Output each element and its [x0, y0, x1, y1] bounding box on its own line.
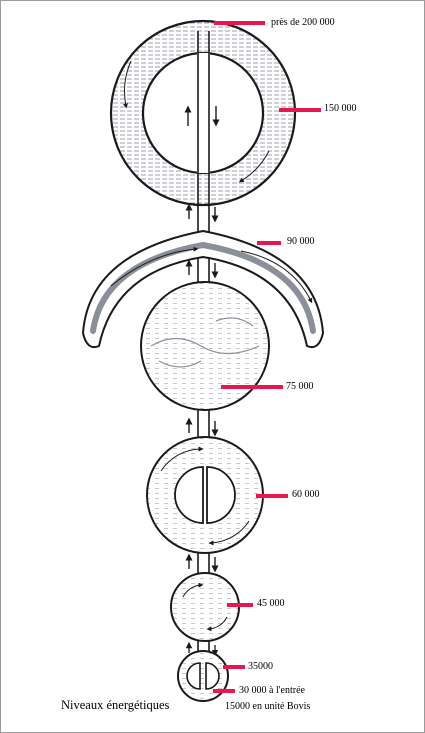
level-markers — [213, 21, 321, 693]
level-label-4: 75 000 — [286, 381, 314, 392]
level-marker-6 — [227, 603, 253, 607]
level-label-2: 150 000 — [324, 103, 357, 114]
level-label-7: 35000 — [248, 661, 273, 672]
ring-top — [109, 19, 297, 207]
level-label-1: près de 200 000 — [271, 17, 335, 28]
crescent — [81, 229, 325, 349]
level-marker-7 — [223, 665, 245, 669]
level-label-3: 90 000 — [287, 236, 315, 247]
connector-3 — [185, 553, 219, 573]
sphere-root — [177, 650, 229, 702]
connector-2 — [185, 417, 219, 437]
level-label-8: 30 000 à l'entrée — [239, 685, 305, 696]
level-label-5: 60 000 — [292, 489, 320, 500]
level-marker-5 — [256, 494, 288, 498]
level-marker-2 — [279, 108, 321, 112]
level-marker-3 — [257, 241, 281, 245]
diagram-title: Niveaux énergétiques — [61, 698, 170, 712]
connector-4 — [185, 641, 219, 657]
unit-note: 15000 en unité Bovis — [225, 701, 311, 712]
sphere-75000 — [140, 281, 270, 411]
level-marker-8 — [213, 689, 235, 693]
sphere-60000 — [146, 436, 264, 554]
connector-1 — [185, 203, 219, 223]
level-label-6: 45 000 — [257, 598, 285, 609]
level-marker-1 — [214, 21, 265, 25]
level-marker-4 — [221, 385, 283, 389]
